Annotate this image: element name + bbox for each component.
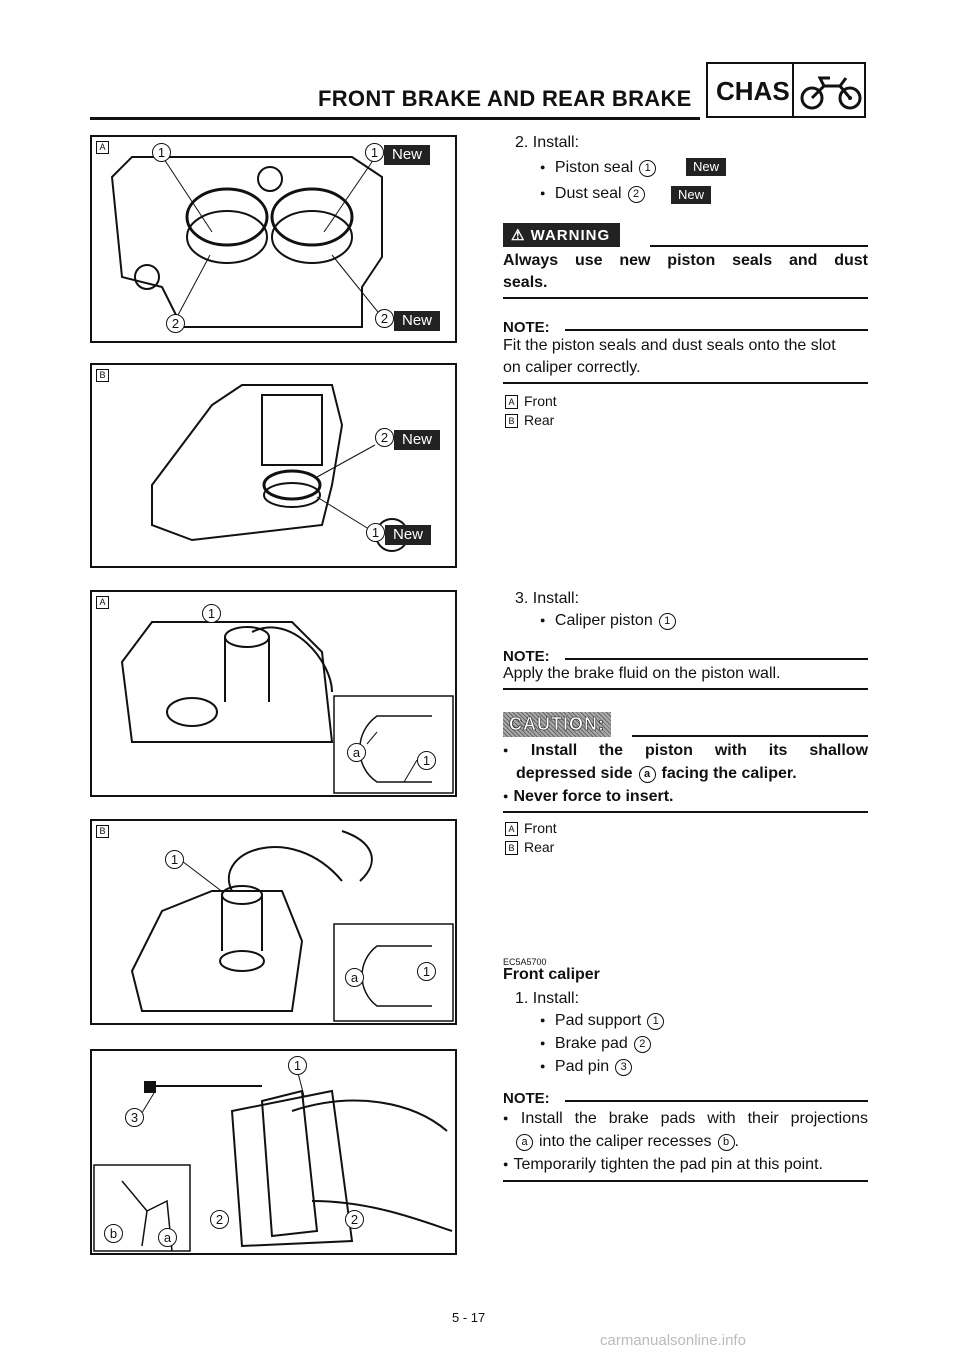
callout-b: b: [104, 1224, 123, 1243]
step-1-title: 1. Install:: [515, 990, 580, 1007]
caution-label: CAUTION:: [503, 712, 611, 737]
warning-label: ⚠ WARNING: [503, 223, 621, 247]
figure-tag: B: [96, 825, 109, 838]
new-badge: New: [385, 525, 432, 545]
callout-2: 2: [210, 1210, 229, 1229]
note-text: on caliper correctly.: [503, 359, 641, 376]
section-code: EC5A5700: [503, 957, 547, 967]
section-badge-label: CHAS: [716, 76, 790, 106]
caliper-illustration: [110, 156, 383, 328]
ref-letter: a: [516, 1134, 533, 1151]
callout-1: 1: [417, 962, 436, 981]
step-2-title: 2. Install:: [515, 134, 580, 151]
callout-2: 2: [375, 309, 394, 328]
callout-a: a: [345, 968, 364, 987]
callout-2: 2: [166, 314, 185, 333]
ref-number: 1: [647, 1013, 665, 1030]
piston-illustration: [130, 830, 454, 1022]
ref-number: 2: [627, 186, 645, 203]
callout-1: 1: [152, 143, 171, 162]
figure-front-caliper-seals: A 1 1 New 2 2 New: [90, 135, 457, 343]
callout-2: 2: [345, 1210, 364, 1229]
new-badge: New: [384, 145, 431, 165]
step-3-title: 3. Install:: [515, 590, 580, 607]
note-text: Fit the piston seals and dust seals onto…: [503, 337, 836, 354]
note-text: Apply the brake fluid on the piston wall…: [503, 665, 781, 682]
note-label: NOTE:: [503, 648, 550, 665]
new-badge: New: [686, 158, 727, 176]
callout-a: a: [158, 1228, 177, 1247]
caution-item: Install the piston with its shallow: [503, 740, 868, 763]
figure-rear-piston-install: B 1 a 1: [90, 819, 457, 1025]
caution-item: Never force to insert.: [503, 786, 673, 809]
callout-2: 2: [375, 428, 394, 447]
note-item: Install the brake pads with their projec…: [503, 1108, 868, 1131]
note-label: NOTE:: [503, 319, 550, 336]
ref-letter: b: [717, 1134, 735, 1151]
warning-text: seals.: [503, 274, 548, 291]
callout-3: 3: [125, 1108, 144, 1127]
page-number: 5 - 17: [452, 1310, 486, 1325]
piston-illustration: [120, 621, 454, 794]
ref-letter: a: [638, 766, 656, 783]
header-rule: [90, 117, 700, 120]
note-label: NOTE:: [503, 1090, 550, 1107]
figure-front-piston-install: A 1 a 1: [90, 590, 457, 797]
ref-number: 1: [639, 160, 657, 177]
new-badge: New: [671, 186, 712, 204]
callout-1: 1: [202, 604, 221, 623]
new-badge: New: [394, 311, 441, 331]
figure-tag: B: [96, 369, 109, 382]
ref-number: 2: [633, 1036, 651, 1053]
note-item: Temporarily tighten the pad pin at this …: [503, 1154, 823, 1177]
ref-number: 1: [658, 613, 676, 630]
callout-1: 1: [365, 143, 384, 162]
callout-1: 1: [417, 751, 436, 770]
figure-tag: A: [96, 596, 109, 609]
callout-1: 1: [165, 850, 184, 869]
section-heading: Front caliper: [503, 966, 600, 983]
page-title: FRONT BRAKE AND REAR BRAKE: [318, 86, 692, 111]
ref-number: 3: [615, 1059, 633, 1076]
section-badge: CHAS: [706, 62, 866, 118]
watermark: carmanualsonline.info: [600, 1332, 746, 1349]
callout-a: a: [347, 743, 366, 762]
figure-rear-caliper-seals: B 2 New 1 New: [90, 363, 457, 568]
caliper-illustration: [151, 384, 409, 552]
new-badge: New: [394, 430, 441, 450]
callout-1: 1: [288, 1056, 307, 1075]
motorcycle-icon: [800, 76, 862, 110]
figure-tag: A: [96, 141, 109, 154]
callout-1: 1: [366, 523, 385, 542]
pad-illustration: [93, 1072, 453, 1252]
warning-text: Always use new piston seals and dust: [503, 252, 868, 269]
figure-pad-install: 1 3 2 2 b a: [90, 1049, 457, 1255]
